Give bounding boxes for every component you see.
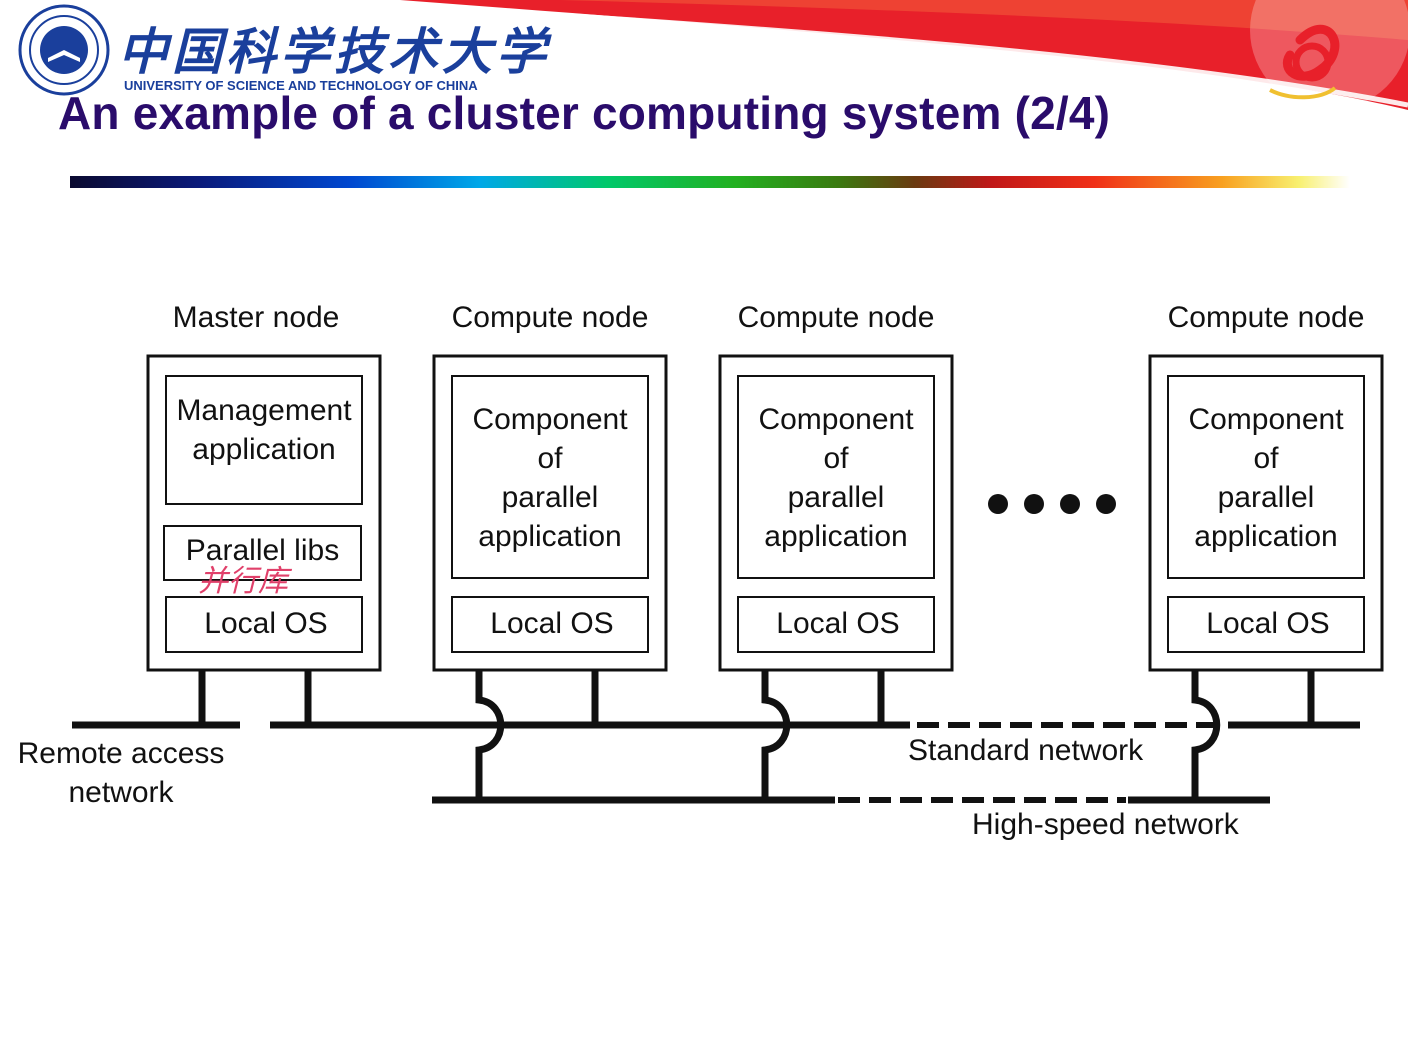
compute-node-box-3 bbox=[1148, 354, 1384, 672]
management-app-label: Management application bbox=[176, 394, 352, 466]
compute-node-heading-1: Compute node bbox=[451, 301, 649, 334]
handwritten-annotation: 并行库 bbox=[198, 564, 288, 599]
component-app-box-1 bbox=[451, 375, 649, 579]
remote-access-network-label: Remote access network bbox=[17, 737, 225, 809]
parallel-libs-label: Parallel libs bbox=[185, 534, 340, 567]
local-os-label-3: Local OS bbox=[1206, 607, 1330, 640]
compute-node-heading-3: Compute node bbox=[1167, 301, 1365, 334]
component-app-box-3 bbox=[1167, 375, 1365, 579]
university-name-chinese: 中国科学技术大学 bbox=[118, 22, 550, 81]
anniversary-emblem bbox=[1269, 24, 1340, 100]
university-seal-logo bbox=[18, 4, 110, 96]
compute-node-box-1 bbox=[432, 354, 668, 672]
master-node-box bbox=[146, 354, 382, 672]
master-node-heading: Master node bbox=[172, 301, 340, 334]
local-os-box-1 bbox=[451, 596, 649, 653]
management-app-box bbox=[165, 375, 363, 505]
local-os-box-3 bbox=[1167, 596, 1365, 653]
more-nodes-ellipsis bbox=[988, 494, 1116, 514]
standard-network-label: Standard network bbox=[908, 734, 1144, 767]
master-local-os-label: Local OS bbox=[204, 607, 328, 640]
title-underline-gradient bbox=[70, 176, 1350, 188]
local-os-box-2 bbox=[737, 596, 935, 653]
university-name-english: UNIVERSITY OF SCIENCE AND TECHNOLOGY OF … bbox=[124, 78, 478, 93]
master-local-os-box bbox=[165, 596, 363, 653]
compute-node-box-2 bbox=[718, 354, 954, 672]
local-os-label-2: Local OS bbox=[776, 607, 900, 640]
slide-title: An example of a cluster computing system… bbox=[58, 87, 1111, 139]
compute-node-heading-2: Compute node bbox=[737, 301, 935, 334]
component-app-box-2 bbox=[737, 375, 935, 579]
parallel-libs-box bbox=[163, 525, 362, 581]
local-os-label-1: Local OS bbox=[490, 607, 614, 640]
slide-header-banner bbox=[18, 0, 1408, 110]
component-app-label-2: Component of parallel application bbox=[758, 403, 914, 553]
high-speed-network-label: High-speed network bbox=[972, 808, 1239, 841]
component-app-label-3: Component of parallel application bbox=[1188, 403, 1344, 553]
component-app-label-1: Component of parallel application bbox=[472, 403, 628, 553]
